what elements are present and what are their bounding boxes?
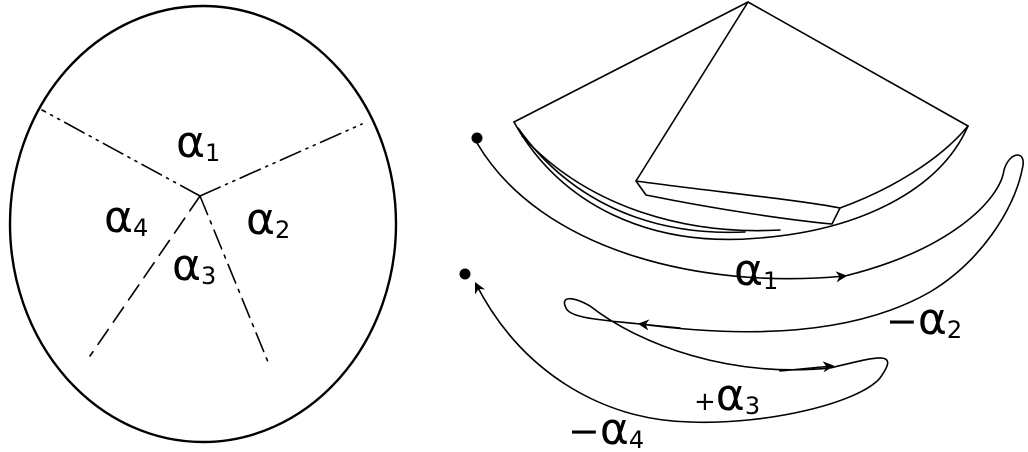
boundary-line-alpha1-alpha2 (199, 123, 363, 197)
boundary-line-alpha2-alpha3 (199, 195, 269, 363)
region-label-alpha4: α4 (104, 192, 148, 243)
path-label-minus-alpha4: −α4 (568, 404, 644, 452)
cone-edge-left (513, 1, 749, 123)
start-point-bottom (459, 268, 471, 280)
disk-diagram: α1 α2 α3 α4 (8, 4, 398, 444)
boundary-line-alpha1-alpha4 (41, 109, 201, 197)
boundary-line-alpha3-alpha4 (89, 195, 201, 357)
cone-inner-fold (635, 125, 969, 209)
region-label-alpha3: α3 (172, 240, 216, 291)
cone-inner-edge (635, 1, 749, 182)
cone-middle-rim (517, 127, 746, 234)
cone-inner-rim (521, 135, 781, 232)
cone-edge-right (747, 1, 969, 127)
path-alpha3-loop (563, 297, 889, 424)
region-label-alpha1: α1 (176, 117, 220, 168)
path-alpha4 (474, 282, 691, 423)
cone-fold-flap (635, 180, 841, 225)
path-alpha1 (476, 142, 848, 283)
path-alpha2-loop (639, 154, 1024, 333)
path-alpha3-arrow (779, 361, 835, 373)
cone-diagram: α1 −α2 +α3 −α4 (459, 1, 1024, 452)
region-label-alpha2: α2 (246, 194, 290, 245)
path-alpha2-arrow (637, 319, 681, 331)
path-label-alpha1: α1 (734, 245, 778, 296)
path-label-plus-alpha3: +α3 (694, 370, 760, 421)
disk-boundary (8, 4, 398, 444)
start-point-top (471, 132, 483, 144)
path-label-minus-alpha2: −α2 (886, 294, 962, 345)
cone-outer-rim (513, 121, 969, 241)
